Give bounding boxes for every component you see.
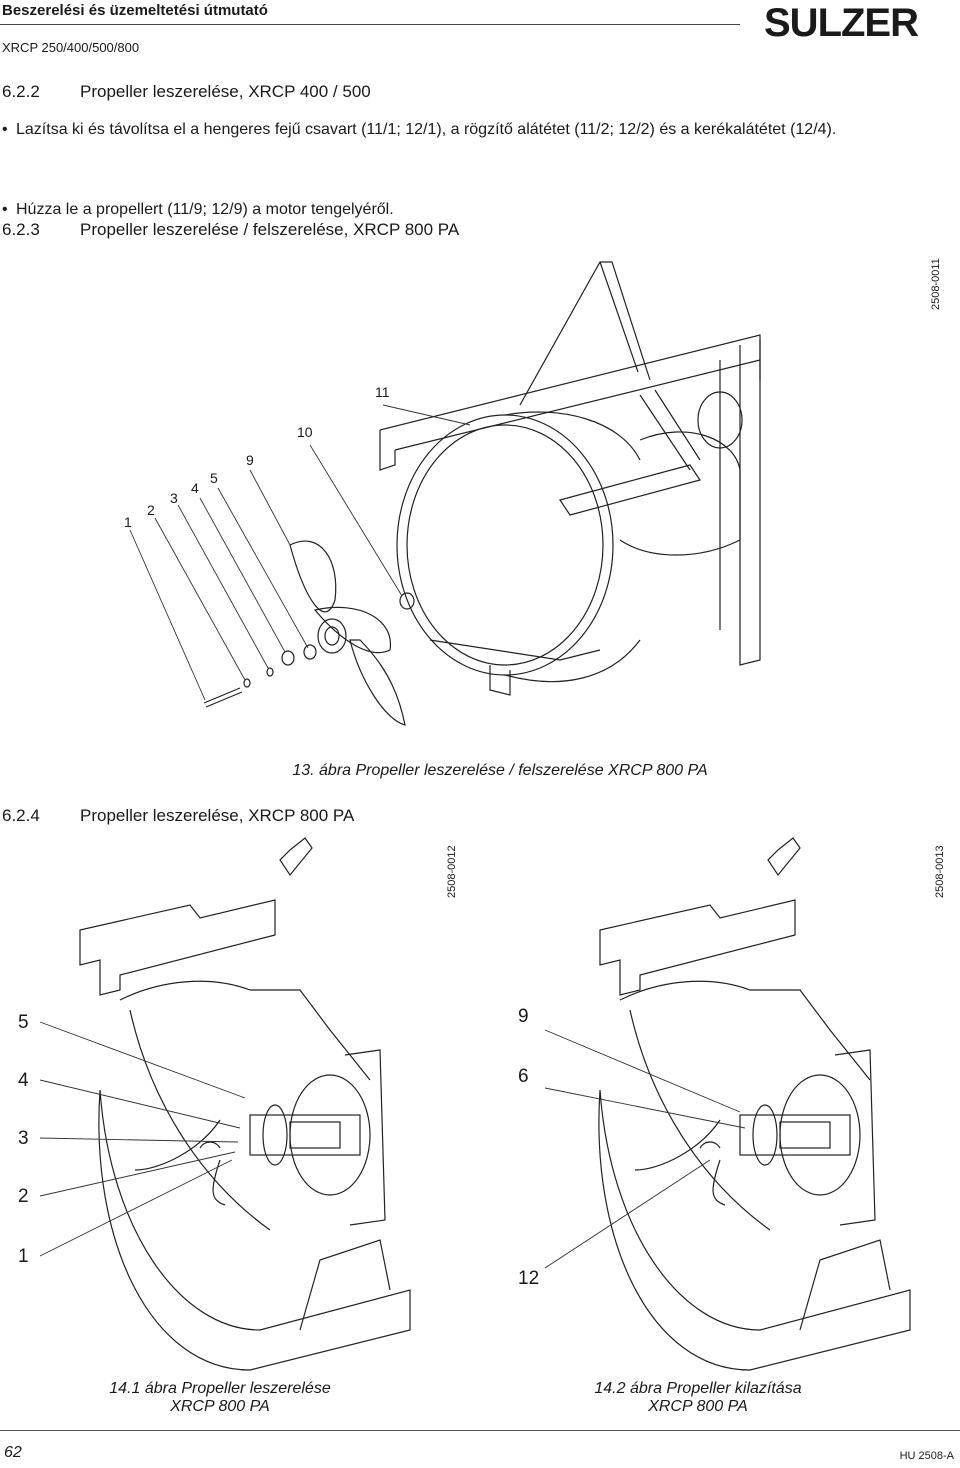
document-code: HU 2508-A [899, 1450, 954, 1462]
fig13-callout-2: 2 [147, 502, 155, 518]
fig13-callout-11: 11 [375, 384, 390, 400]
document-title: Beszerelési és üzemeltetési útmutató [2, 2, 268, 19]
page-number: 62 [4, 1444, 22, 1461]
fig14-2-callout-12: 12 [518, 1268, 540, 1289]
figure-14-2-caption: 14.2 ábra Propeller kilazítása XRCP 800 … [594, 1380, 802, 1415]
figure-13-caption: 13. ábra Propeller leszerelése / felszer… [292, 762, 708, 779]
fig13-callout-4: 4 [191, 480, 199, 496]
svg-text:SULZER: SULZER [764, 1, 919, 45]
fig14-1-callout-1: 1 [18, 1246, 29, 1267]
fig13-callout-10: 10 [297, 424, 313, 440]
fig14-1-callout-4: 4 [18, 1070, 29, 1091]
instruction-bullet-2: Húzza le a propellert (11/9; 12/9) a mot… [2, 198, 960, 222]
figure-14-1-caption: 14.1 ábra Propeller leszerelése XRCP 800… [109, 1380, 331, 1415]
instruction-bullet-1: Lazítsa ki és távolítsa el a hengeres fe… [2, 118, 960, 142]
document-subtitle: XRCP 250/400/500/800 [2, 40, 140, 55]
fig14-2-callout-6: 6 [518, 1066, 529, 1087]
sulzer-logo: SULZER [764, 1, 920, 45]
fig13-callout-5: 5 [210, 470, 218, 486]
fig13-callout-9: 9 [246, 452, 254, 468]
header-rule [0, 24, 740, 25]
fig14-1-callout-2: 2 [18, 1186, 29, 1207]
footer-rule [0, 1430, 960, 1431]
fig14-1-callout-3: 3 [18, 1128, 29, 1149]
fig14-1-callout-5: 5 [18, 1012, 29, 1033]
fig14-2-callout-9: 9 [518, 1006, 529, 1027]
fig13-callout-3: 3 [170, 490, 178, 506]
fig13-callout-1: 1 [124, 514, 132, 530]
